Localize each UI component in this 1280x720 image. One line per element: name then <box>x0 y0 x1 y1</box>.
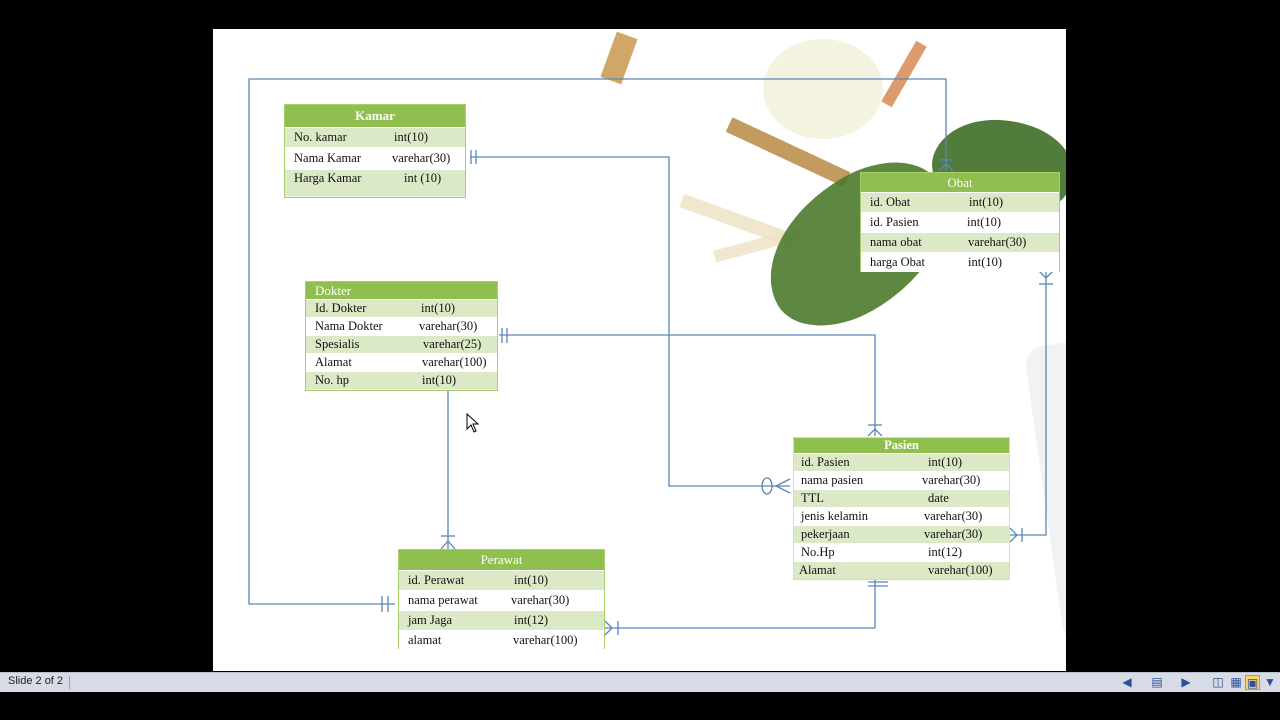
decor-keyboard <box>1023 312 1066 646</box>
table-title: Pasien <box>794 438 1009 453</box>
mouse-cursor-icon <box>466 413 480 433</box>
status-divider <box>69 676 70 689</box>
slide-sorter-icon[interactable]: ▦ <box>1230 675 1242 689</box>
reading-view-icon[interactable]: ▣ <box>1245 675 1260 690</box>
table-title: Kamar <box>285 105 465 127</box>
slideshow-icon[interactable]: ▼ <box>1264 675 1276 689</box>
next-slide-icon[interactable]: ▶ <box>1181 675 1191 689</box>
notes-page-icon[interactable]: ▤ <box>1151 675 1163 689</box>
decor-cup <box>763 39 883 139</box>
table-title: Obat <box>861 173 1059 192</box>
slide-counter: Slide 2 of 2 <box>8 675 64 687</box>
normal-view-icon[interactable]: ◫ <box>1212 675 1224 689</box>
decor-pencil <box>881 40 927 108</box>
table-title: Dokter <box>306 282 497 299</box>
previous-slide-icon[interactable]: ◀ <box>1122 675 1132 689</box>
table-title: Perawat <box>399 550 604 570</box>
decor-pencil <box>600 31 638 85</box>
status-bar: Slide 2 of 2 ◀ ▤ ▶ ◫ ▦ ▣ ▼ <box>0 672 1280 692</box>
